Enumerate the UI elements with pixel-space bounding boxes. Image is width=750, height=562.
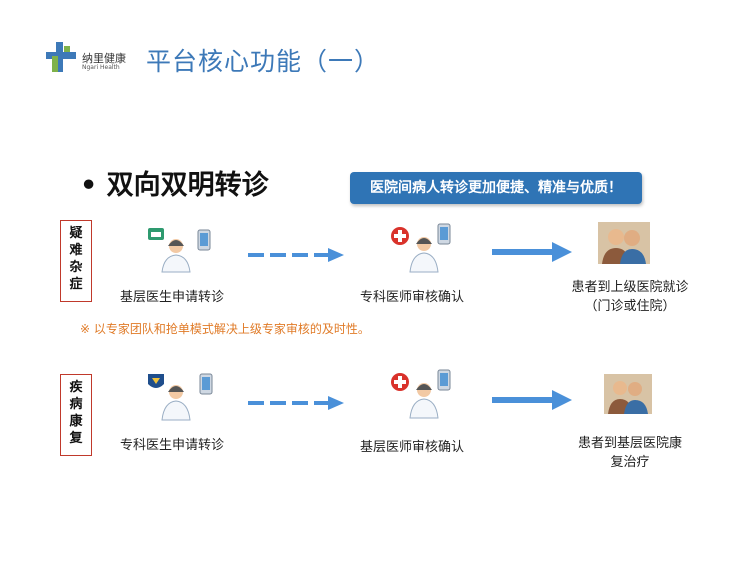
section-heading: • 双向双明转诊 [80,170,269,201]
row1-step2-text: 专科医师审核确认 [360,290,465,305]
row2-step3-line1: 患者到基层医院康 [577,436,682,451]
row1-step1-text: 基层医生申请转诊 [120,290,225,305]
note-text: ※ 以专家团队和抢单模式解决上级专家审核的及时性。 [80,322,370,336]
brand-subtitle: Ngari Health [82,64,120,71]
solid-arrow-icon [492,390,572,410]
brand-logo: 纳里健康 Ngari Health [44,40,134,76]
dashed-arrow-icon [248,396,344,410]
doctor-clinic-icon [148,228,211,273]
brand-name: 纳里健康 [82,52,126,65]
row-label-rehabilitation: 疾病康复 [60,374,92,456]
row2-step1-text: 专科医生申请转诊 [120,438,225,453]
solid-arrow-icon [492,242,572,262]
row-label-difficult-cases: 疑难杂症 [60,220,92,302]
page-title: 平台核心功能（一） [146,47,381,76]
row1-step3-line2: （门诊或住院） [584,299,676,314]
dashed-arrow-icon [248,248,344,262]
highlight-banner: 医院间病人转诊更加便捷、精准与优质！ [350,172,642,204]
row2-step2-text: 基层医师审核确认 [360,440,465,455]
doctor-hospital-icon [148,373,213,421]
doctor-specialist-icon [391,223,451,273]
row2-step3-line2: 复治疗 [610,455,650,470]
doctor-primary-care-icon [391,369,451,419]
patients-photo-icon [604,374,652,414]
patients-photo-icon [598,222,650,264]
row1-step3-line1: 患者到上级医院就诊 [571,280,689,295]
logo-cross-icon [46,42,76,72]
